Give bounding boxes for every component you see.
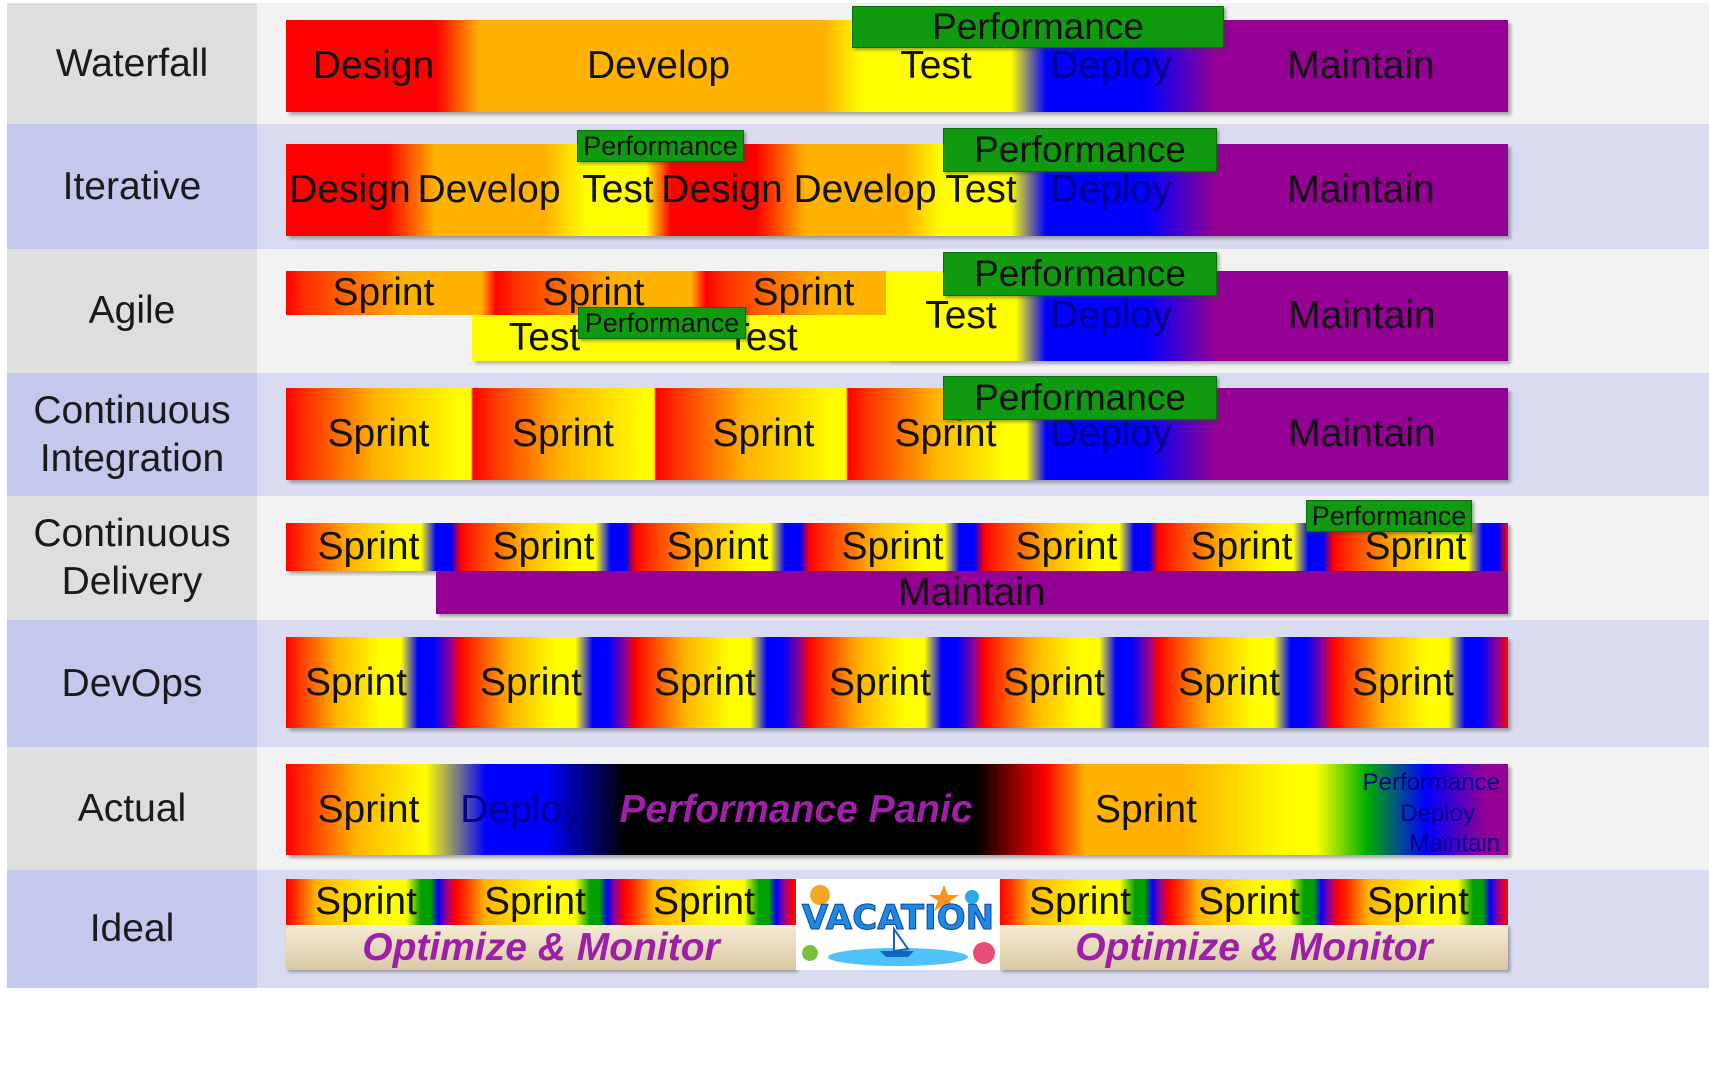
sprint: Sprint (829, 660, 931, 704)
sprint: Sprint (1198, 880, 1300, 923)
sprint: Sprint (841, 525, 944, 568)
performance-block: Performance (943, 252, 1217, 296)
phase-maintain: Maintain (1287, 44, 1435, 87)
sprint: Sprint (512, 412, 614, 455)
performance-block: Performance (943, 128, 1217, 172)
row-agile: Agile Sprint Sprint Sprint Test Test Tes… (7, 249, 1709, 373)
sprint: Sprint (1367, 880, 1469, 923)
phase-test: Test (508, 316, 581, 359)
row-label: Continuous Integration (7, 373, 257, 496)
sprint: Sprint (1190, 525, 1293, 568)
phase-design: Design (312, 44, 435, 87)
tail-deploy: Deploy (1400, 799, 1475, 827)
timeline-bar: Sprint Sprint Sprint Sprint Deploy Maint… (286, 388, 1508, 480)
actual-tail-labels: Performance Deploy Maintain (1320, 768, 1500, 860)
phase-deploy: Deploy (1050, 168, 1172, 211)
sprint: Sprint (666, 525, 769, 568)
sprint: Sprint (327, 412, 430, 455)
row-iterative: Iterative Design Develop Test Design Dev… (7, 124, 1709, 249)
row-label: Agile (7, 249, 257, 373)
sprint: Sprint (1015, 525, 1118, 568)
row-label: Actual (7, 747, 257, 870)
sprint: Sprint (1003, 660, 1105, 704)
phase-test: Test (925, 294, 997, 337)
phase-maintain: Maintain (898, 570, 1046, 614)
optimize-monitor: Optimize & Monitor (1000, 925, 1508, 970)
sprint: Sprint (653, 880, 755, 923)
vacation-text: VACATION (802, 898, 994, 938)
row-label: Waterfall (7, 3, 257, 124)
phase-test: Test (900, 44, 972, 87)
tail-maintain: Maintain (1409, 830, 1500, 858)
tail-performance: Performance (1362, 769, 1500, 796)
sprint: Sprint (1029, 880, 1131, 923)
performance-block: Performance (852, 6, 1224, 48)
row-waterfall: Waterfall Design Develop Test Deploy Mai… (7, 3, 1709, 124)
phase-maintain: Maintain (1288, 294, 1436, 337)
sprint: Sprint (1095, 787, 1197, 831)
row-label: DevOps (7, 620, 257, 747)
row-actual: Actual Sprint Deploy Performance Panic S… (7, 747, 1709, 870)
sprint: Sprint (317, 787, 420, 831)
row-label: Iterative (7, 124, 257, 249)
timeline-bar: Sprint Sprint Sprint Sprint Sprint Sprin… (286, 637, 1508, 728)
sprint-bar-right: Sprint Sprint Sprint (1000, 879, 1508, 925)
phase-design: Design (289, 168, 411, 211)
performance-block: Performance (943, 376, 1217, 420)
phase-maintain: Maintain (1287, 168, 1435, 211)
performance-block: Performance (577, 130, 744, 162)
vacation-badge: VACATION (796, 879, 1000, 970)
optimize-monitor: Optimize & Monitor (286, 925, 796, 970)
sprint: Sprint (752, 271, 855, 314)
sprint: Sprint (317, 525, 420, 568)
vacation-logo-icon: VACATION (801, 885, 995, 966)
phase-deploy: Deploy (460, 787, 582, 831)
row-label: Continuous Delivery (7, 496, 257, 620)
row-continuous-delivery: Continuous Delivery Sprint Sprint Sprint… (7, 496, 1709, 620)
sprint: Sprint (315, 880, 417, 923)
row-ideal: Ideal Sprint Sprint Sprint Optimize & Mo… (7, 870, 1709, 988)
sprint-bar: Sprint Sprint Sprint Sprint Sprint Sprin… (286, 523, 1508, 571)
phase-develop: Develop (793, 168, 937, 211)
sprint: Sprint (1178, 660, 1280, 704)
phase-develop: Develop (417, 168, 561, 211)
sprint-bar: Sprint Sprint Sprint (286, 271, 886, 315)
timeline-bar: Design Develop Test Design Develop Test … (286, 144, 1508, 236)
phase-deploy: Deploy (1050, 44, 1172, 87)
row-continuous-integration: Continuous Integration Sprint Sprint Spr… (7, 373, 1709, 496)
row-label: Ideal (7, 870, 257, 988)
sprint-bar-left: Sprint Sprint Sprint (286, 879, 796, 925)
performance-block: Performance (578, 307, 746, 339)
phase-test: Test (945, 168, 1017, 211)
timeline-bar: Sprint Deploy Performance Panic Sprint P… (286, 764, 1508, 857)
sprint: Sprint (484, 880, 586, 923)
phase-test: Test (582, 168, 654, 211)
maintain-bar: Maintain (436, 571, 1508, 614)
phase-maintain: Maintain (1288, 412, 1436, 455)
sprint: Sprint (712, 412, 815, 455)
sprint: Sprint (305, 660, 407, 704)
sprint: Sprint (542, 271, 645, 314)
sprint: Sprint (1364, 525, 1467, 568)
performance-block: Performance (1306, 500, 1472, 532)
phase-deploy: Deploy (1050, 294, 1172, 337)
sprint: Sprint (1352, 660, 1454, 704)
performance-panic: Performance Panic (619, 787, 973, 831)
phase-design: Design (661, 168, 783, 211)
phase-develop: Develop (586, 44, 731, 87)
sprint: Sprint (332, 271, 435, 314)
sprint: Sprint (492, 525, 595, 568)
sprint: Sprint (654, 660, 756, 704)
sprint: Sprint (480, 660, 582, 704)
row-devops: DevOps Sprint Sprint Sprint Sprint Sprin… (7, 620, 1709, 747)
